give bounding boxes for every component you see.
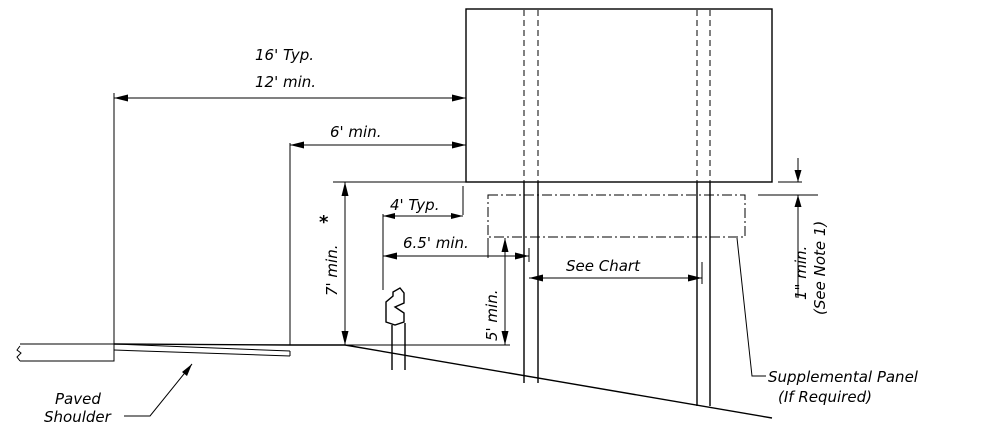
guardrail: [385, 287, 406, 370]
edge-min-label: 6' min.: [330, 123, 382, 141]
ground-profile: [16, 343, 773, 419]
panel-clearance-label: 1" min.: [792, 246, 810, 300]
dimension-post-spacing: [529, 274, 702, 282]
dimension-overall-offset: [114, 94, 466, 102]
height-asterisk: *: [319, 212, 329, 233]
dimension-edge-offset: [290, 141, 466, 149]
dimension-panel-gap: [383, 213, 463, 219]
panel-height-min-label: 5' min.: [483, 290, 501, 342]
panel-gap-typ-label: 4' Typ.: [390, 196, 439, 214]
shoulder-label: Shoulder: [44, 408, 112, 426]
guardrail-min-label: 6.5' min.: [403, 234, 469, 252]
supplemental-if-label: (If Required): [778, 388, 872, 406]
dimension-guardrail-offset: [383, 252, 529, 260]
dimension-sign-height: [341, 182, 349, 345]
dimension-panel-clearance: [794, 158, 802, 298]
paved-label: Paved: [55, 390, 101, 408]
post-spacing-label: See Chart: [566, 257, 641, 275]
overall-min-label: 12' min.: [255, 73, 316, 91]
sign-post-right: [696, 10, 711, 406]
overall-typ-label: 16' Typ.: [255, 46, 314, 64]
supplemental-panel-leader: [736, 237, 766, 377]
supplemental-panel-label: Supplemental Panel: [768, 368, 919, 386]
height-min-label: 7' min.: [323, 245, 341, 297]
sign-panel: [465, 8, 773, 183]
panel-note-label: (See Note 1): [811, 221, 829, 315]
sign-post-left: [523, 10, 539, 383]
dimension-panel-height: [501, 238, 509, 345]
supplemental-panel: [487, 194, 746, 238]
paved-shoulder-leader: [124, 363, 193, 417]
